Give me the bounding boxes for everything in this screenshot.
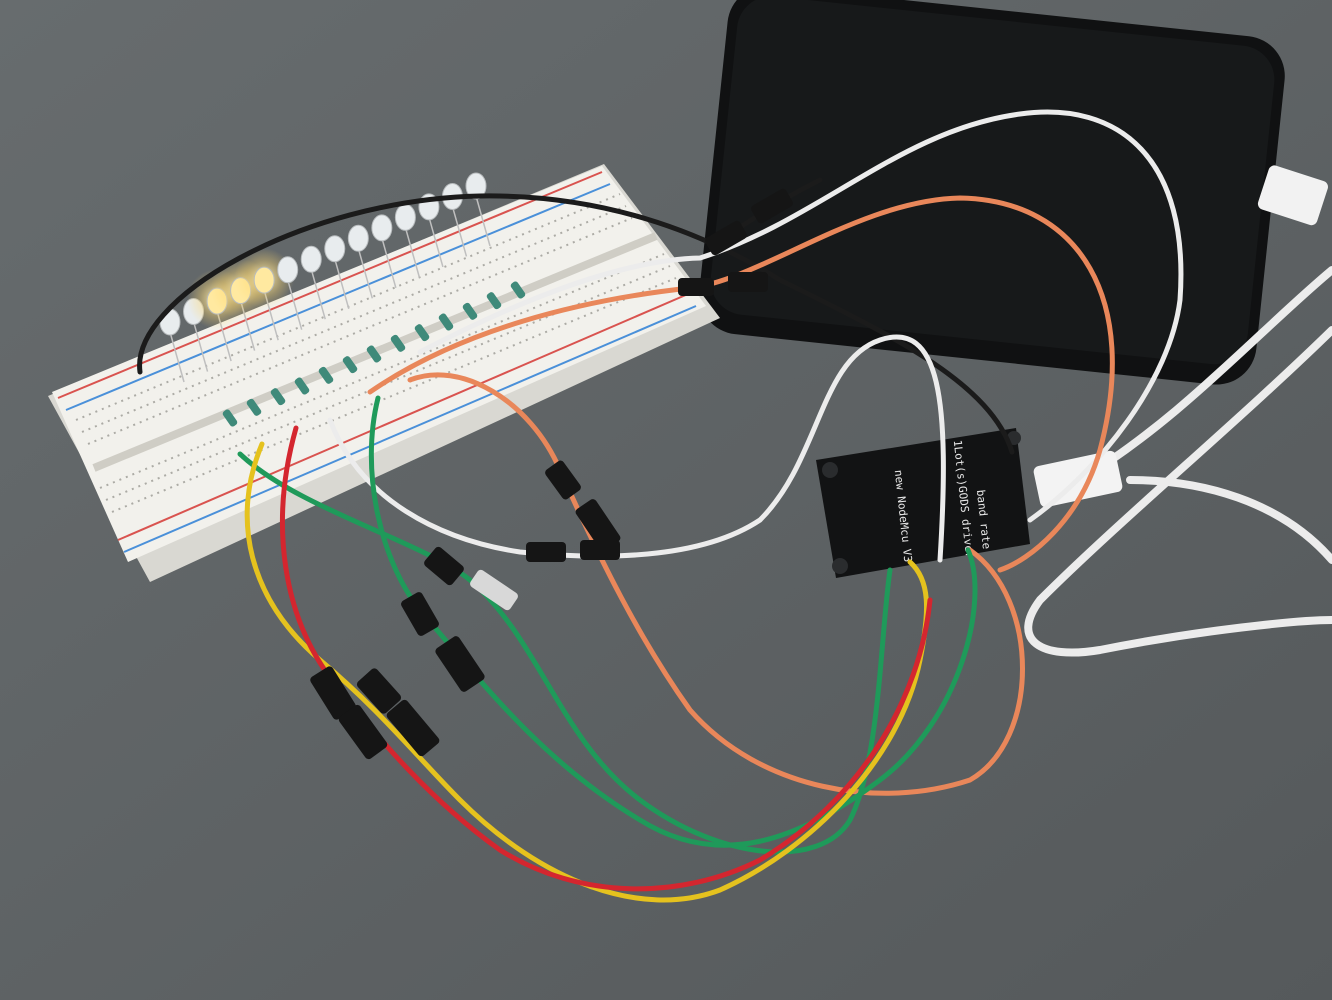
resistors: [222, 281, 526, 427]
led: [300, 245, 326, 320]
leds: [159, 172, 491, 383]
resistor: [438, 313, 454, 331]
led: [324, 235, 350, 309]
led: [347, 224, 374, 299]
led: [277, 256, 303, 330]
resistor: [294, 377, 310, 395]
resistor: [342, 356, 358, 374]
wire-green-2: [368, 395, 978, 848]
led: [465, 172, 491, 247]
nodemcu-board: new NodeMcu V3 1Lot(s)GODS driver band r…: [816, 428, 1030, 578]
led: [371, 214, 397, 289]
wire-white-mid: [327, 334, 946, 563]
power-bank: [699, 0, 1328, 385]
wire-white-top: [417, 109, 1184, 523]
led: [394, 203, 421, 278]
resistor: [462, 302, 478, 320]
resistor: [366, 345, 382, 363]
wire-orange-top: [367, 195, 1115, 573]
wire-orange-mid: [407, 372, 1025, 796]
breadboard: [48, 164, 720, 582]
resistor: [246, 398, 262, 416]
resistor: [414, 324, 430, 342]
resistor: [222, 409, 238, 427]
resistor: [510, 281, 526, 299]
jumper-wires: [137, 109, 1184, 903]
wire-red: [280, 425, 933, 892]
resistor: [390, 334, 406, 352]
nodemcu-baud-label: band rate: [974, 489, 993, 550]
resistor: [318, 366, 334, 384]
resistor: [486, 292, 502, 310]
wire-green-1: [237, 451, 893, 855]
wire-black: [137, 193, 1015, 455]
usb-plug: [1257, 165, 1328, 226]
resistor: [270, 388, 286, 406]
